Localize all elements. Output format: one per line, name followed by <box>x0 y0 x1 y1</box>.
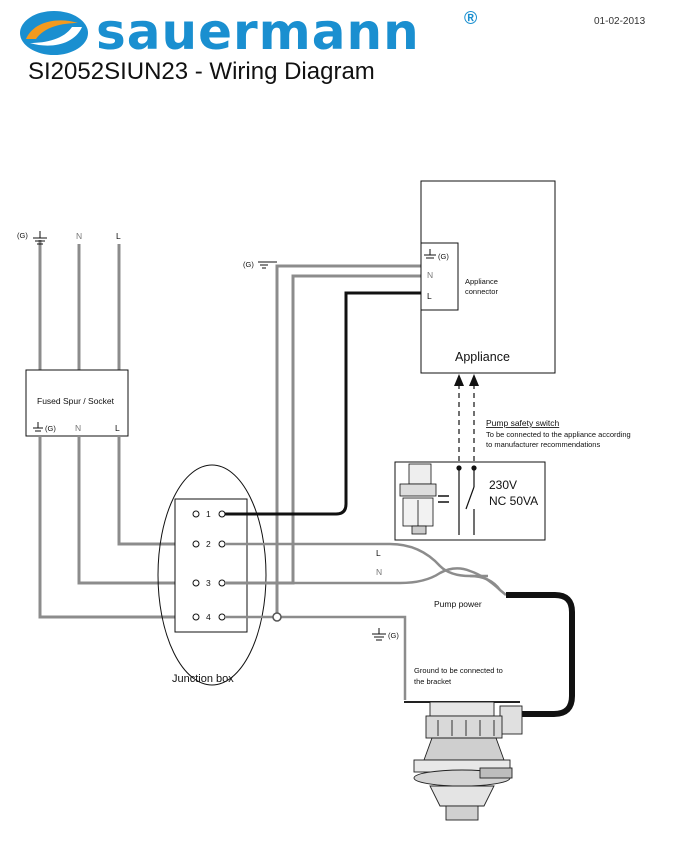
pump-switch-title: Pump safety switch <box>486 418 559 428</box>
switch-equals-icon <box>438 495 449 503</box>
supply-neutral-label: N <box>76 231 82 241</box>
spur-to-junction-wires <box>38 436 200 619</box>
appliance-connector <box>420 242 459 311</box>
fused-spur-neutral-label: N <box>75 423 81 433</box>
terminal-3-label: 3 <box>206 578 211 588</box>
appliance-connector-label-1: Appliance <box>465 277 498 286</box>
fused-spur-live-label: L <box>115 423 120 433</box>
appliance-ground-label: (G) <box>438 252 449 261</box>
appliance-neutral-label: N <box>427 270 433 280</box>
pump-ground-label: (G) <box>388 631 399 640</box>
appliance-label: Appliance <box>455 350 510 364</box>
pump-wire-neutral-label: N <box>376 567 382 577</box>
sauermann-logo-icon <box>20 11 88 55</box>
appliance-feed-ground-label: (G) <box>243 260 254 269</box>
pump-power-wires <box>225 542 575 717</box>
pump-illustration-icon <box>404 701 523 821</box>
junction-box-outline <box>157 464 267 686</box>
appliance-live-label: L <box>427 291 432 301</box>
switch-voltage: 230V <box>489 478 517 492</box>
fused-spur-box <box>25 369 129 437</box>
supply-ground-label: (G) <box>17 231 28 240</box>
bracket-ground-note-2: the bracket <box>414 677 452 686</box>
junction-box-block <box>174 498 248 633</box>
appliance-feed-ground-icon <box>258 261 277 269</box>
page-title: SI2052SIUN23 - Wiring Diagram <box>28 58 375 85</box>
pump-wire-live-label: L <box>376 548 381 558</box>
switch-rating: NC 50VA <box>489 494 538 508</box>
supply-live-label: L <box>116 231 121 241</box>
fused-spur-ground-icon <box>33 422 43 432</box>
ground-junction-node <box>272 612 282 622</box>
supply-lines <box>38 240 121 370</box>
junction-box-label: Junction box <box>172 673 234 685</box>
fused-spur-label: Fused Spur / Socket <box>37 396 115 406</box>
pump-switch-note-2: to manufacturer recommendations <box>486 440 600 449</box>
registered-mark: ® <box>464 8 478 28</box>
junction-terminals <box>192 510 226 621</box>
nc-contact-icon <box>456 465 477 535</box>
pump-power-label: Pump power <box>434 599 482 609</box>
document-date: 01-02-2013 <box>594 16 646 27</box>
terminal-4-label: 4 <box>206 612 211 622</box>
terminal-1-label: 1 <box>206 509 211 519</box>
page-header: sauermann ® 01-02-2013 SI2052SIUN23 - Wi… <box>0 0 678 95</box>
terminal-2-label: 2 <box>206 539 211 549</box>
fused-spur-ground-label: (G) <box>45 424 56 433</box>
bracket-ground-note-1: Ground to be connected to <box>414 666 503 675</box>
junction-to-appliance-wires <box>225 264 422 617</box>
appliance-ground-icon <box>424 249 436 259</box>
supply-ground-icon <box>33 231 47 245</box>
appliance-connector-label-2: connector <box>465 287 498 296</box>
brand-name: sauermann <box>96 3 420 61</box>
switch-signal-arrows <box>454 374 479 468</box>
pump-ground-icon <box>372 628 386 641</box>
float-switch-icon <box>399 463 437 535</box>
pump-switch-note-1: To be connected to the appliance accordi… <box>486 430 631 439</box>
